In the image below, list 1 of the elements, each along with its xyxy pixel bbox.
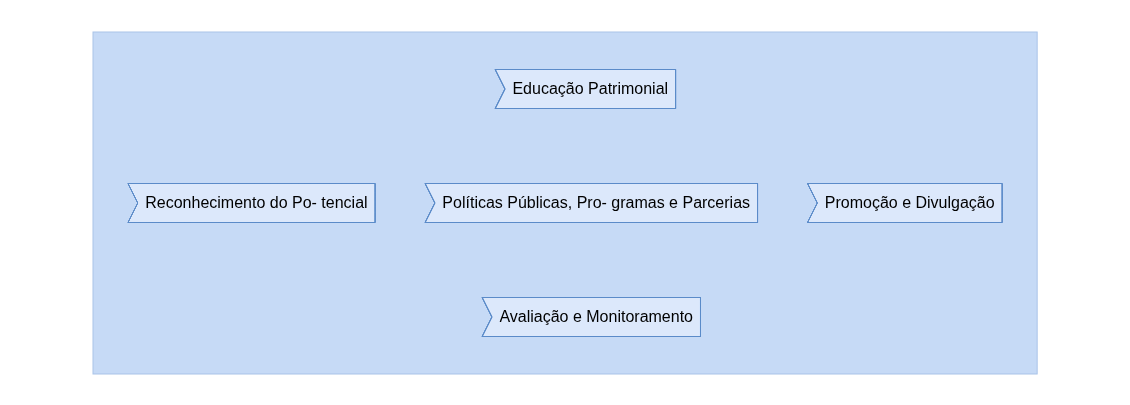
cluster [92,31,1038,374]
